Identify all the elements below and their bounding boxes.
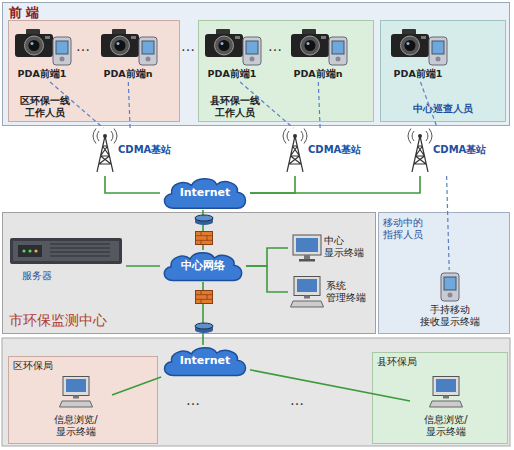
cdma-station: CDMA基站 — [90, 128, 172, 176]
node-text: PDA前端1 — [386, 68, 450, 80]
node-text: 信息浏览/ 显示终端 — [40, 414, 112, 438]
camera-icon — [205, 29, 243, 57]
camera-icon — [291, 29, 329, 57]
pda-icon — [53, 37, 71, 65]
district-bureau: 区环保局信息浏览/ 显示终端 — [8, 356, 158, 444]
pda-label: PDA前端1 — [10, 68, 74, 82]
wireless-link — [240, 82, 293, 128]
ellipsis-label: … — [268, 38, 282, 54]
network-link — [112, 377, 161, 395]
wireless-link — [318, 82, 320, 128]
firewall-icon — [195, 231, 213, 245]
pda-label: PDA前端n — [96, 68, 160, 82]
node-text: 县环保一线 工作人员 — [205, 95, 265, 119]
node-text: Internet — [160, 345, 250, 377]
node-text: 中心网络 — [160, 250, 246, 282]
monitor-icon — [293, 235, 321, 262]
pda-icon — [139, 37, 157, 65]
internet-cloud: Internet — [160, 345, 250, 377]
node-text: 区环保一线 工作人员 — [15, 95, 75, 119]
ellipsis-label: … — [181, 38, 195, 54]
node-text: 移动中的 指挥人员 — [383, 217, 443, 241]
wireless-link — [50, 82, 103, 128]
router-icon — [195, 323, 213, 333]
cdma-station: CDMA基站 — [280, 128, 362, 176]
ellipsis-label: … — [186, 392, 200, 408]
node-text: PDA前端1 — [200, 68, 264, 80]
cdma-station: CDMA基站 — [405, 128, 487, 176]
node-text: PDA前端n — [96, 68, 160, 80]
monitoring-center-band: 市环保监测中心 服务器 中心网络 中心 显示终端系统 管理终端 — [2, 212, 376, 334]
ellipsis-label: … — [76, 38, 90, 54]
center-network-cloud: 中心网络 — [160, 250, 246, 282]
network-link — [126, 265, 160, 267]
network-link — [246, 266, 288, 292]
ellipsis-label: … — [290, 392, 304, 408]
wireless-link — [421, 82, 438, 128]
pda-icon — [329, 37, 347, 65]
node-text: 中心巡查人员 — [393, 103, 493, 115]
node-text: 前端 — [9, 5, 43, 21]
wireless-link — [128, 82, 130, 128]
pda-label: PDA前端1 — [200, 68, 264, 82]
network-link — [250, 176, 295, 193]
computer-icon — [60, 377, 93, 408]
pda-icon — [429, 37, 447, 65]
pda-label: PDA前端1 — [386, 68, 450, 82]
node-text: CDMA基站 — [433, 144, 486, 156]
tower-icon — [408, 129, 432, 173]
camera-icon — [15, 29, 53, 57]
node-text: 系统 管理终端 — [326, 280, 374, 304]
node-text: 信息浏览/ 显示终端 — [410, 414, 482, 438]
node-text: Internet — [160, 176, 250, 210]
tower-icon — [93, 129, 117, 173]
node-text: 中心 显示终端 — [324, 235, 372, 259]
camera-icon — [391, 29, 429, 57]
node-text: PDA前端1 — [10, 68, 74, 80]
handheld-icon — [441, 273, 459, 301]
network-link — [250, 370, 410, 401]
internet-cloud: Internet — [160, 176, 250, 210]
node-text: 手持移动 接收显示终端 — [410, 304, 490, 328]
network-link — [246, 248, 288, 266]
node-text: PDA前端n — [286, 68, 350, 80]
pda-label: PDA前端n — [286, 68, 350, 82]
node-text: CDMA基站 — [308, 144, 361, 156]
node-text: 区环保局 — [13, 360, 53, 372]
network-link — [250, 176, 420, 193]
node-text: 服务器 — [22, 270, 52, 282]
network-link — [105, 176, 160, 193]
node-text: 县环保局 — [377, 356, 417, 368]
computer-icon — [291, 277, 324, 308]
wireless-link — [447, 176, 450, 270]
router-icon — [195, 215, 213, 225]
bureau-band — [2, 338, 510, 446]
firewall-icon — [195, 290, 213, 304]
server-icon — [10, 238, 122, 264]
pda-icon — [243, 37, 261, 65]
tower-icon — [283, 129, 307, 173]
camera-icon — [101, 29, 139, 57]
node-text: 市环保监测中心 — [9, 311, 107, 329]
node-text: CDMA基站 — [118, 144, 171, 156]
computer-icon — [430, 377, 463, 408]
